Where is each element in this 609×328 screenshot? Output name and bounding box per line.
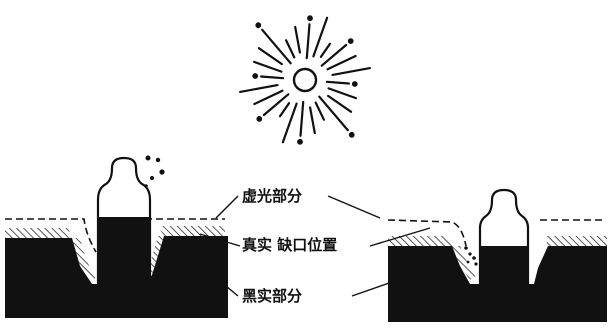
sun-ray-dot [255, 22, 262, 29]
sun-ray [320, 43, 348, 67]
leader-lines [199, 195, 431, 297]
sun-ray [294, 25, 301, 54]
sun-ray [305, 23, 311, 60]
sun-ray-dot [348, 131, 355, 138]
sun-ray [299, 100, 305, 137]
sun-ray [314, 101, 325, 121]
sun-ray [309, 106, 316, 135]
sun-ray [281, 102, 298, 144]
sun-ray [326, 54, 357, 71]
sun-ray [319, 42, 332, 59]
sun-ray [262, 93, 290, 117]
sun-ray [318, 95, 349, 132]
sun-ray [325, 80, 350, 85]
label-true-gap: 真实 缺口位置 [240, 236, 340, 254]
sun-ray [331, 66, 371, 77]
sun-ray [278, 101, 291, 118]
sun-ray-dot [256, 115, 263, 122]
right-film-cross-section [387, 188, 607, 322]
left-film-cross-section [5, 155, 228, 318]
sun-ray-dot [252, 73, 259, 79]
sun-ray [253, 60, 283, 73]
sun-ray [261, 28, 292, 65]
sun-ray [312, 16, 329, 58]
light-source-icon [239, 15, 371, 145]
sun-ray-dot [351, 81, 358, 87]
label-black-part: 黑实部分 [240, 287, 305, 305]
sun-ray [239, 83, 279, 94]
sun-ray [257, 47, 283, 66]
sun-ray [260, 75, 285, 80]
sun-ray [327, 87, 357, 100]
sun-ray [253, 89, 284, 106]
sun-ray-dot [347, 38, 354, 44]
sun-ray [327, 94, 353, 113]
sun-ray-dot [297, 138, 303, 145]
sun-ray [285, 39, 296, 59]
label-virtual-light: 虚光部分 [240, 187, 305, 205]
sun-ray-dot [307, 15, 313, 22]
